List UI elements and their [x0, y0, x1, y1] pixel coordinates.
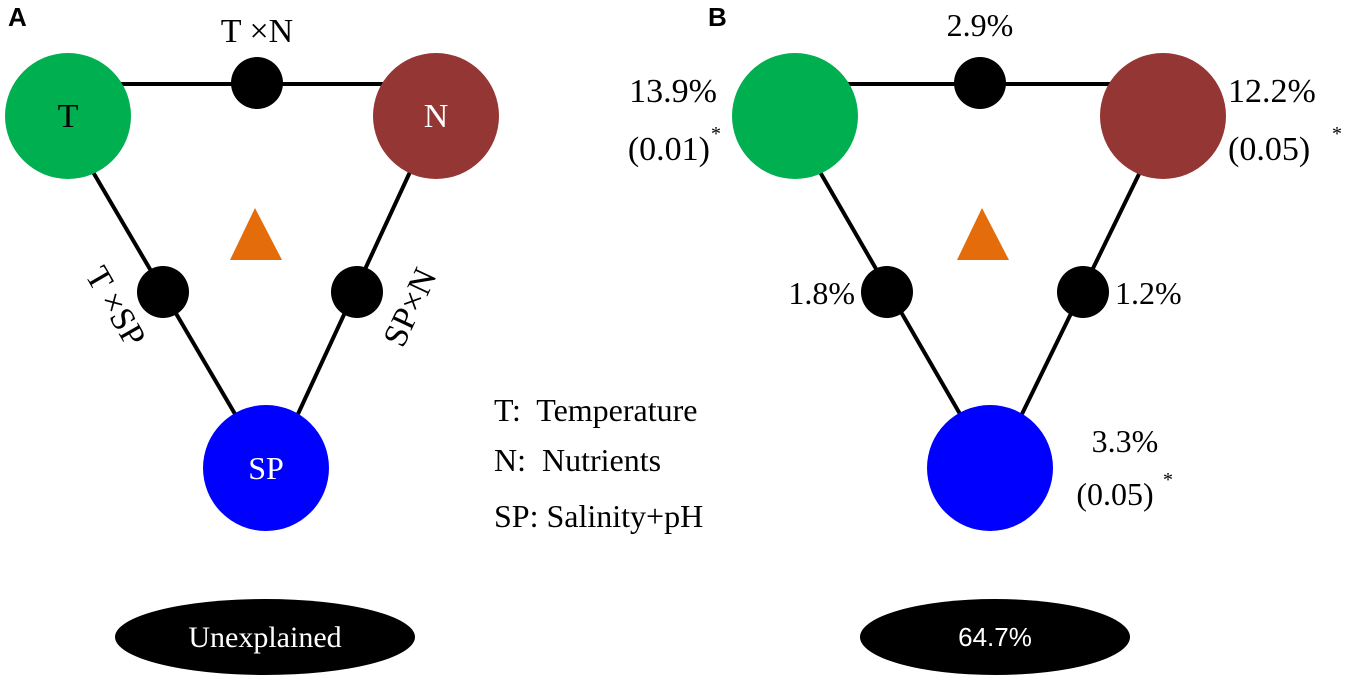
panel-a: A T N SP T ×N T ×SP SP×N Unexplained	[5, 2, 499, 675]
legend-nutrients: N: Nutrients	[494, 442, 661, 478]
label-b-t-sp: 1.8%	[788, 275, 855, 311]
label-b-sp-n: 1.2%	[1115, 275, 1182, 311]
interaction-node-t-n	[231, 57, 283, 109]
label-b-n-pct: 12.2%	[1228, 73, 1316, 110]
legend-salinity-ph: SP: Salinity+pH	[494, 498, 703, 534]
shared-triangle-a	[230, 208, 282, 260]
label-b-n-p: (0.05)	[1228, 131, 1310, 168]
legend-temperature: T: Temperature	[494, 392, 697, 428]
label-b-t-star: *	[711, 123, 721, 145]
unexplained-ellipse-b	[860, 599, 1130, 675]
interaction-node-t-sp	[137, 266, 189, 318]
node-b-temperature	[732, 53, 858, 179]
interaction-node-b-t-n	[954, 57, 1006, 109]
shared-triangle-b	[957, 208, 1009, 260]
unexplained-pct: 64.7%	[958, 622, 1032, 652]
panel-a-letter: A	[8, 2, 27, 32]
node-b-nutrients	[1100, 53, 1226, 179]
label-b-n-star: *	[1332, 123, 1342, 145]
node-label-n: N	[424, 98, 449, 135]
interaction-label-sp-n: SP×N	[376, 263, 444, 353]
interaction-label-t-sp: T ×SP	[78, 260, 153, 353]
interaction-node-b-sp-n	[1057, 266, 1109, 318]
label-b-sp-pct: 3.3%	[1092, 423, 1159, 459]
legend: T: Temperature N: Nutrients SP: Salinity…	[494, 392, 703, 534]
label-b-t-pct: 13.9%	[629, 73, 717, 110]
label-b-t-n: 2.9%	[947, 7, 1014, 43]
node-label-t: T	[58, 98, 79, 135]
interaction-node-b-t-sp	[861, 266, 913, 318]
panel-b: B 2.9% 13.9% (0.01) * 12.2% (0.05) * 1.8…	[628, 2, 1342, 675]
label-b-sp-star: *	[1163, 469, 1173, 491]
label-b-t-p: (0.01)	[628, 131, 710, 168]
node-nutrients	[373, 53, 499, 179]
interaction-label-t-n: T ×N	[221, 13, 293, 50]
unexplained-label: Unexplained	[188, 621, 341, 654]
node-label-sp: SP	[248, 450, 284, 486]
node-temperature	[5, 53, 131, 179]
label-b-sp-p: (0.05)	[1076, 476, 1153, 512]
node-b-salinity-ph	[927, 405, 1053, 531]
interaction-node-sp-n	[331, 266, 383, 318]
unexplained-ellipse-a	[115, 599, 415, 675]
node-salinity-ph	[203, 405, 329, 531]
panel-b-letter: B	[708, 2, 727, 32]
